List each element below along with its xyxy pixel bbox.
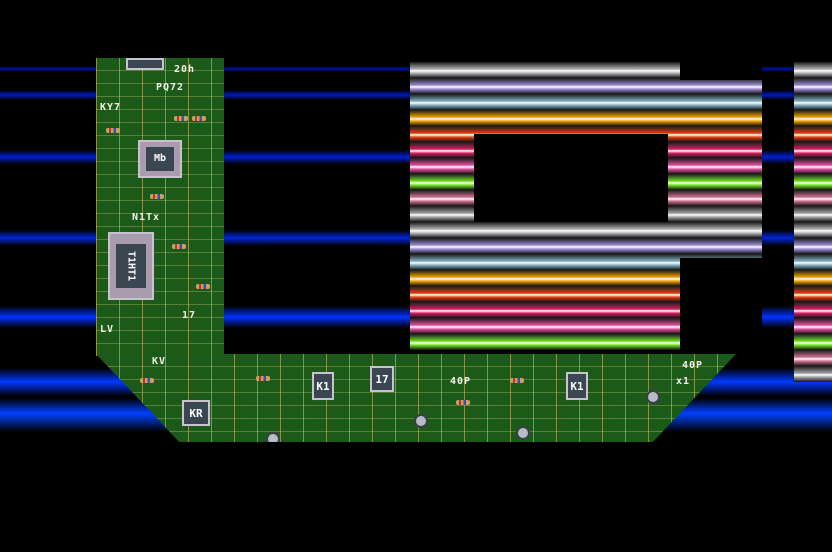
raster-band <box>794 302 832 318</box>
led-component <box>516 426 530 440</box>
resistor-component <box>150 194 164 199</box>
resistor-component <box>140 378 154 383</box>
raster-band <box>794 350 832 366</box>
letter-p-cutout <box>680 258 762 354</box>
raster-band <box>794 94 832 110</box>
pcb-label: KY7 <box>100 102 122 113</box>
chip-component: K1 <box>312 372 334 400</box>
raster-band <box>410 222 762 238</box>
pcb-label: 17 <box>182 310 197 321</box>
pcb-label: 40P <box>450 376 472 387</box>
raster-band <box>794 158 832 174</box>
raster-band <box>410 110 762 126</box>
chip-label: Mb <box>146 147 174 171</box>
resistor-component <box>172 244 186 249</box>
raster-band <box>410 318 762 334</box>
raster-band <box>794 238 832 254</box>
chip-component <box>126 58 164 70</box>
raster-band <box>794 366 832 382</box>
chip-label: KR <box>189 406 203 420</box>
letter-p-counter <box>474 134 668 222</box>
resistor-component <box>256 376 270 381</box>
pcb-label: 20h <box>174 64 196 75</box>
raster-letter-partial <box>794 62 832 392</box>
raster-band <box>794 318 832 334</box>
raster-band <box>410 78 762 94</box>
raster-band <box>410 334 762 350</box>
resistor-component <box>456 400 470 405</box>
chip-label: K1 <box>570 379 584 393</box>
raster-band <box>794 334 832 350</box>
raster-band <box>410 254 762 270</box>
raster-band <box>794 62 832 78</box>
raster-band <box>794 190 832 206</box>
letter-p-cutout <box>680 62 762 80</box>
resistor-component <box>510 378 524 383</box>
raster-band <box>410 62 762 78</box>
pcb-label: KV <box>152 356 167 367</box>
chip-component: K1 <box>566 372 588 400</box>
raster-band <box>410 270 762 286</box>
chip-component: KR <box>182 400 210 426</box>
pcb-label: N1Tx <box>132 212 161 223</box>
pcb-label: x1 <box>676 376 691 387</box>
raster-band <box>410 302 762 318</box>
raster-letter-p <box>410 62 762 354</box>
raster-band <box>794 126 832 142</box>
led-component <box>266 432 280 442</box>
resistor-component <box>174 116 188 121</box>
led-component <box>414 414 428 428</box>
raster-band <box>794 110 832 126</box>
raster-band <box>794 222 832 238</box>
pcb-letter-l-foot: KV KR K1 17 40P K1 40P x1 <box>96 354 736 442</box>
raster-band <box>794 174 832 190</box>
raster-band <box>794 270 832 286</box>
chip-component: 17 <box>370 366 394 392</box>
chip-label: 17 <box>375 372 389 386</box>
raster-band <box>794 142 832 158</box>
pcb-label: PQ72 <box>156 82 185 93</box>
raster-band <box>410 286 762 302</box>
raster-band <box>410 94 762 110</box>
led-component <box>646 390 660 404</box>
chip-label: K1 <box>316 379 330 393</box>
chip-component: T1HT1 <box>108 232 154 300</box>
chip-label: T1HT1 <box>116 243 146 289</box>
raster-band <box>410 238 762 254</box>
raster-band <box>794 206 832 222</box>
pcb-label: LV <box>100 324 115 335</box>
chip-component: Mb <box>138 140 182 178</box>
resistor-component <box>192 116 206 121</box>
raster-band <box>794 254 832 270</box>
pcb-letter-l-vertical: 20h PQ72 KY7 Mb N1Tx T1HT1 17 LV <box>96 58 224 356</box>
pcb-label: 40P <box>682 360 704 371</box>
resistor-component <box>196 284 210 289</box>
raster-band <box>794 78 832 94</box>
resistor-component <box>106 128 120 133</box>
raster-band <box>794 286 832 302</box>
